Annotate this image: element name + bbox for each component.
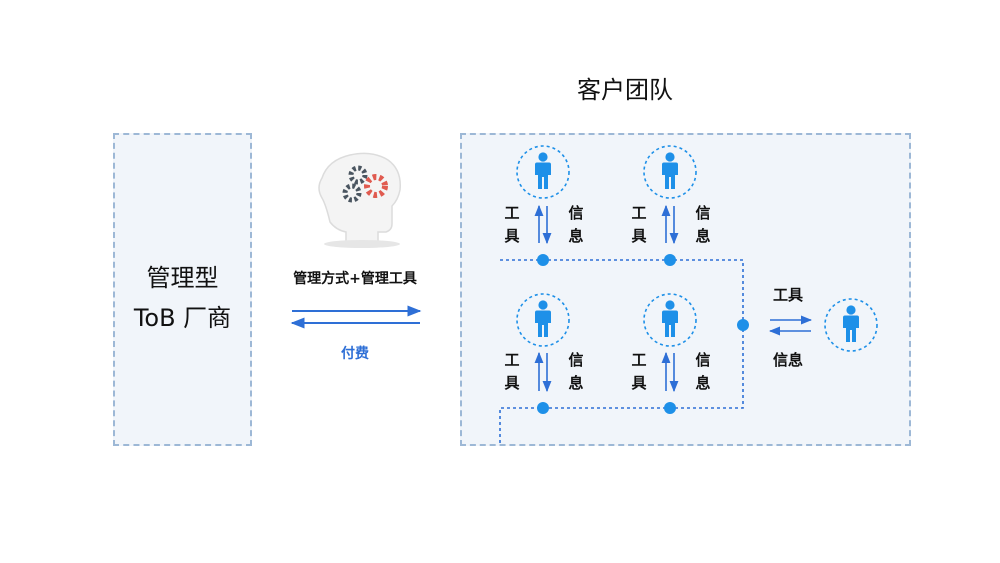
member-2-tool-label: 工 xyxy=(631,204,647,222)
member-3-info-label: 信 xyxy=(568,351,584,369)
member-1-info-label: 信 xyxy=(568,204,584,222)
person-icon xyxy=(662,300,678,337)
member-4-info-label-2: 息 xyxy=(695,374,711,392)
vendor-name-line2: ToB 厂商 xyxy=(133,304,232,332)
member-4-info-label: 信 xyxy=(695,351,711,369)
junction-dots xyxy=(537,254,749,414)
member-1-tool-label-2: 具 xyxy=(504,227,520,245)
member-1 xyxy=(516,145,570,199)
member-4 xyxy=(643,293,697,347)
member-4-tool-label: 工 xyxy=(631,351,647,369)
team-title: 客户团队 xyxy=(577,76,673,104)
external-member xyxy=(824,298,878,352)
member-3 xyxy=(516,293,570,347)
person-icon xyxy=(535,300,551,337)
member-3-info-label-2: 息 xyxy=(568,374,584,392)
vendor-name-line1: 管理型 xyxy=(146,264,219,292)
member-2-info-label: 信 xyxy=(695,204,711,222)
person-icon xyxy=(843,305,859,342)
external-tool-label: 工具 xyxy=(773,286,804,304)
member-2 xyxy=(643,145,697,199)
management-caption: 管理方式+管理工具 xyxy=(293,271,417,287)
vendor-box xyxy=(113,133,252,446)
person-icon xyxy=(662,152,678,189)
external-info-label: 信息 xyxy=(773,351,804,369)
brain-gears-icon xyxy=(318,152,401,248)
team-box xyxy=(460,133,911,446)
member-4-tool-label-2: 具 xyxy=(631,374,647,392)
payment-label: 付费 xyxy=(341,346,369,362)
member-vertical-arrows xyxy=(534,204,679,393)
member-1-tool-label: 工 xyxy=(504,204,520,222)
member-1-info-label-2: 息 xyxy=(568,227,584,245)
team-connections xyxy=(499,259,744,446)
member-2-tool-label-2: 具 xyxy=(631,227,647,245)
person-icon xyxy=(535,152,551,189)
member-2-info-label-2: 息 xyxy=(695,227,711,245)
member-3-tool-label: 工 xyxy=(504,351,520,369)
member-3-tool-label-2: 具 xyxy=(504,374,520,392)
